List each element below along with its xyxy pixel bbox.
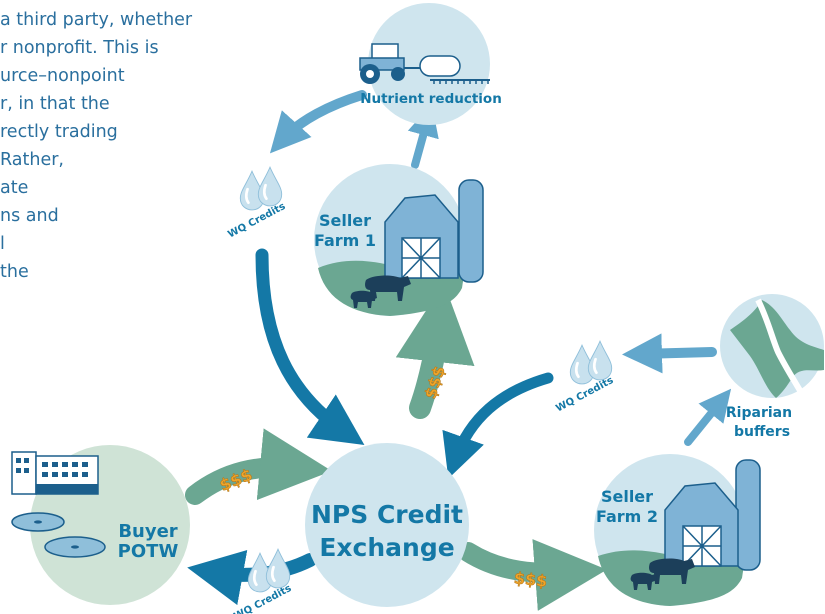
riparian-buffers-node: Riparian buffers — [720, 294, 824, 440]
paragraph-line: r, in that the — [0, 94, 110, 114]
paragraph-line: l — [0, 234, 5, 254]
farm2-label-line1: Seller — [601, 487, 653, 506]
farm2-label-line2: Farm 2 — [596, 507, 658, 526]
seller-farm1-node: Seller Farm 1 — [314, 164, 484, 316]
barn-icon — [664, 459, 761, 571]
nutrient-label: Nutrient reduction — [360, 91, 502, 107]
buyer-label-line1: Buyer — [118, 521, 177, 542]
arrow-credits-to-exchange — [255, 248, 365, 446]
money-label-farm2: $$$ — [513, 568, 548, 590]
arrow-farm2-to-riparian — [684, 388, 732, 446]
paragraph-line: rectly trading — [0, 122, 118, 142]
riparian-label-line2: buffers — [734, 424, 790, 440]
arrow-credits2-to-exchange — [442, 372, 554, 479]
wq-credits-drop-right: WQ Credits — [554, 339, 615, 415]
exchange-title-line2: Exchange — [319, 533, 454, 562]
paragraph-line: r nonprofit. This is — [0, 38, 159, 58]
riparian-stream — [755, 298, 805, 396]
arrow-riparian-to-credits — [622, 333, 717, 374]
paragraph-line: Rather, — [0, 150, 64, 170]
buyer-potw-node: Buyer POTW — [11, 445, 190, 605]
seller-farm2-node: Seller Farm 2 — [594, 454, 761, 606]
barn-icon — [384, 179, 484, 283]
cow-icon — [630, 558, 695, 590]
nutrient-reduction-node: Nutrient reduction — [359, 3, 502, 125]
arrow-buyer-to-exchange-money — [185, 428, 332, 505]
treatment-plant-icon — [11, 451, 106, 558]
arrow-exchange-to-farm2-money — [458, 539, 607, 611]
arrow-nutrient-to-credits — [269, 90, 367, 154]
paragraph-line: ns and — [0, 206, 59, 226]
paragraph-line: the — [0, 262, 29, 282]
arrow-farm1-to-nutrient — [407, 104, 439, 169]
paragraph-line: ate — [0, 178, 29, 198]
arrow-exchange-to-farm1-money — [395, 283, 475, 419]
farm1-label-line2: Farm 1 — [314, 231, 376, 250]
paragraph-line: a third party, whether — [0, 10, 193, 30]
wq-credits-drop-top: WQ Credits — [226, 165, 287, 241]
riparian-label-line1: Riparian — [726, 405, 792, 421]
exchange-circle — [305, 443, 469, 607]
cow-icon — [350, 275, 411, 308]
paragraph-line: urce–nonpoint — [0, 66, 125, 86]
intro-paragraph: a third party, whether r nonprofit. This… — [0, 6, 290, 286]
tractor-icon — [359, 43, 490, 84]
farm1-label-line1: Seller — [319, 211, 371, 230]
buyer-label-line2: POTW — [118, 541, 179, 562]
exchange-title-line1: NPS Credit — [311, 500, 463, 529]
